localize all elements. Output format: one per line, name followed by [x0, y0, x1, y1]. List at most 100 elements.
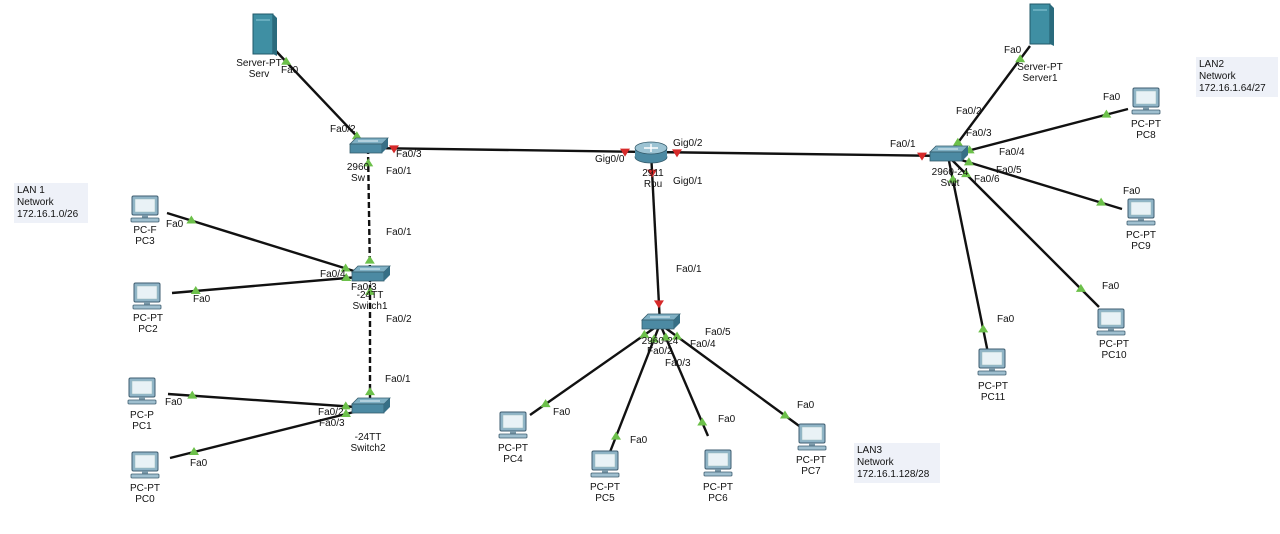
device-model-label: 2960: [347, 162, 370, 173]
pc-icon[interactable]: [1096, 308, 1126, 336]
server-icon[interactable]: [1029, 3, 1054, 46]
link-up-indicator: [952, 137, 963, 146]
pc-icon[interactable]: [132, 282, 162, 310]
link-router-sw3[interactable]: [647, 151, 664, 325]
link-line[interactable]: [366, 147, 372, 277]
link-line[interactable]: [947, 155, 1100, 308]
link-up-indicator: [611, 431, 621, 440]
link-up-indicator: [961, 169, 972, 178]
link-up-indicator: [364, 255, 375, 264]
port-label: Fa0/4: [999, 147, 1025, 158]
link-line[interactable]: [649, 151, 662, 325]
switch-icon[interactable]: [349, 137, 389, 154]
link-line[interactable]: [947, 107, 1129, 158]
pc-icon[interactable]: [130, 195, 160, 223]
switch-icon[interactable]: [641, 313, 681, 330]
pc-icon[interactable]: [1126, 198, 1156, 226]
link-sw0-sw1[interactable]: [363, 147, 375, 277]
link-up-indicator: [697, 417, 708, 426]
pc-icon[interactable]: [127, 377, 157, 405]
device-model-label: 2960-24: [642, 336, 679, 347]
link-line[interactable]: [947, 45, 1031, 157]
port-label: Fa0/1: [890, 139, 916, 150]
port-label: Fa0: [281, 65, 299, 76]
link-line[interactable]: [658, 323, 710, 437]
link-sw1-sw2[interactable]: [365, 276, 375, 408]
device-model-label: PC-PT: [796, 455, 826, 466]
device-model-label: 2960-24: [932, 167, 969, 178]
link-sw4-server1[interactable]: [947, 45, 1031, 157]
server-icon[interactable]: [252, 13, 277, 56]
sw3-switch[interactable]: 2960-24: [641, 313, 681, 347]
link-line[interactable]: [166, 211, 371, 278]
link-sw3-pc5[interactable]: [608, 323, 662, 453]
link-sw2-pc0[interactable]: [169, 406, 371, 460]
link-sw4-pc11[interactable]: [946, 155, 990, 354]
link-line[interactable]: [947, 154, 1123, 211]
link-sw1-pc2[interactable]: [171, 273, 371, 295]
link-line[interactable]: [167, 392, 371, 410]
link-router-sw4[interactable]: [650, 149, 949, 161]
link-sw3-pc4[interactable]: [529, 323, 661, 416]
link-line[interactable]: [171, 274, 371, 295]
link-up-indicator: [351, 131, 362, 140]
link-sw0-router[interactable]: [367, 145, 652, 157]
device-name-label: PC3: [135, 236, 155, 247]
link-line[interactable]: [367, 146, 652, 154]
link-sw3-pc6[interactable]: [658, 323, 710, 437]
switch-icon[interactable]: [351, 265, 391, 282]
link-sw1-pc3[interactable]: [166, 211, 371, 278]
pc-icon[interactable]: [797, 423, 827, 451]
link-server0-sw0[interactable]: [274, 49, 369, 149]
link-up-indicator: [189, 447, 199, 455]
link-down-indicator: [653, 300, 664, 309]
pc-icon[interactable]: [590, 450, 620, 478]
router-icon[interactable]: [634, 141, 668, 164]
link-sw4-pc10[interactable]: [947, 155, 1100, 308]
pc-icon[interactable]: [703, 449, 733, 477]
device-name-label: Sw: [351, 173, 366, 184]
pc-icon[interactable]: [498, 411, 528, 439]
link-sw4-pc9[interactable]: [947, 154, 1123, 211]
pc-icon[interactable]: [130, 451, 160, 479]
link-line[interactable]: [529, 323, 661, 416]
link-line[interactable]: [169, 406, 371, 460]
pc-icon[interactable]: [1131, 87, 1161, 115]
port-label: Fa0/3: [351, 282, 377, 293]
link-up-indicator: [363, 158, 374, 167]
link-line[interactable]: [946, 155, 990, 354]
link-line[interactable]: [659, 323, 803, 429]
port-label: Fa0: [553, 407, 571, 418]
link-line[interactable]: [274, 49, 369, 149]
link-line[interactable]: [650, 150, 949, 158]
pc-icon[interactable]: [977, 348, 1007, 376]
switch-icon[interactable]: [929, 145, 969, 162]
port-label: Fa0/2: [318, 407, 344, 418]
switch-icon[interactable]: [351, 397, 391, 414]
link-sw2-pc1[interactable]: [167, 390, 371, 410]
port-label: Fa0: [718, 414, 736, 425]
link-sw3-pc7[interactable]: [659, 323, 803, 429]
port-label: Fa0/1: [385, 374, 411, 385]
link-line[interactable]: [608, 323, 662, 453]
